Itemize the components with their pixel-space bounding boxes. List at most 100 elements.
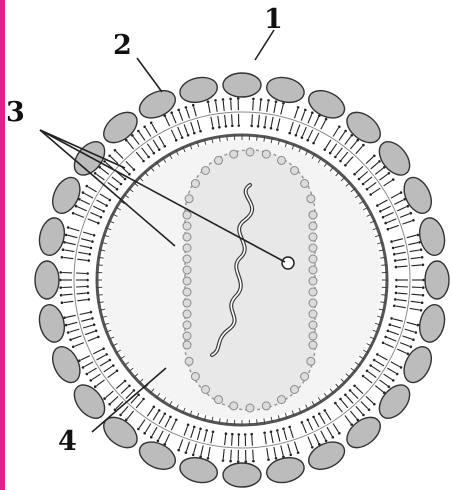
lipid-head bbox=[143, 126, 146, 129]
capsomer bbox=[47, 342, 85, 387]
lipid-tail bbox=[321, 431, 326, 440]
lipid-tail bbox=[83, 325, 93, 328]
lipid-tail bbox=[360, 172, 368, 179]
lipid-tail bbox=[400, 214, 409, 218]
lipid-head bbox=[120, 183, 123, 186]
lipid-tail bbox=[252, 436, 253, 446]
lipid-tail bbox=[393, 239, 403, 242]
lipid-head bbox=[137, 130, 140, 133]
lipid-tail bbox=[267, 448, 269, 458]
lipid-tail bbox=[389, 331, 399, 334]
lipid-head bbox=[82, 366, 85, 369]
lipid-head bbox=[187, 424, 190, 427]
lipid-tail bbox=[368, 372, 376, 378]
lipid-head bbox=[338, 432, 341, 435]
core-bead bbox=[183, 332, 191, 340]
lipid-head bbox=[218, 126, 221, 129]
lipid-head bbox=[325, 440, 328, 443]
lipid-head bbox=[59, 286, 62, 289]
lipid-tail bbox=[314, 418, 319, 427]
lipid-tail bbox=[126, 161, 133, 168]
lipid-head bbox=[325, 118, 328, 121]
lipid-tail bbox=[194, 444, 197, 454]
capsomer bbox=[98, 411, 143, 453]
capsomer bbox=[399, 173, 437, 218]
lipid-tail bbox=[223, 449, 224, 459]
lipid-head bbox=[91, 240, 94, 243]
lipid-tail bbox=[83, 232, 93, 235]
lipid-tail bbox=[152, 427, 157, 436]
lipid-tail bbox=[387, 337, 396, 341]
lipid-tail bbox=[139, 132, 145, 140]
lipid-tail bbox=[265, 434, 266, 444]
lipid-head bbox=[395, 292, 398, 295]
lipid-head bbox=[150, 436, 153, 439]
lipid-head bbox=[119, 414, 122, 417]
lipid-head bbox=[392, 247, 395, 250]
core-bead bbox=[230, 150, 238, 158]
lipid-head bbox=[86, 285, 89, 288]
lipid-tail bbox=[271, 117, 273, 127]
lipid-head bbox=[307, 139, 310, 142]
capsomer bbox=[341, 106, 386, 148]
lipid-head bbox=[394, 298, 397, 301]
lipid-tail bbox=[106, 391, 114, 398]
lipid-head bbox=[225, 125, 228, 128]
lipid-head bbox=[368, 408, 371, 411]
lipid-head bbox=[412, 219, 415, 222]
lipid-tail bbox=[336, 404, 342, 412]
lipid-tail bbox=[97, 355, 106, 360]
lipid-tail bbox=[346, 396, 353, 404]
lipid-tail bbox=[281, 105, 283, 115]
lipid-tail bbox=[393, 319, 403, 322]
lipid-tail bbox=[211, 117, 213, 127]
lipid-tail bbox=[346, 157, 353, 165]
lipid-head bbox=[344, 164, 347, 167]
lipid-head bbox=[181, 136, 184, 139]
lipid-tail bbox=[81, 319, 91, 322]
lipid-tail bbox=[77, 300, 87, 301]
lipid-tail bbox=[93, 206, 102, 210]
lipid-tail bbox=[146, 424, 151, 433]
lipid-tail bbox=[72, 336, 82, 339]
lipid-tail bbox=[308, 114, 312, 123]
lipid-tail bbox=[97, 200, 106, 205]
lipid-head bbox=[344, 130, 347, 133]
lipid-head bbox=[65, 234, 68, 237]
lipid-head bbox=[353, 173, 356, 176]
lipid-tail bbox=[179, 111, 182, 120]
lipid-head bbox=[311, 111, 314, 114]
lipid-tail bbox=[81, 356, 90, 360]
lipid-tail bbox=[184, 124, 188, 133]
label-2: 2 bbox=[113, 32, 132, 59]
lipid-head bbox=[382, 216, 385, 219]
lipid-head bbox=[275, 100, 278, 103]
lipid-tail bbox=[295, 109, 298, 119]
lipid-head bbox=[142, 160, 145, 163]
capsomer bbox=[304, 85, 349, 123]
lipid-tail bbox=[351, 392, 358, 399]
lipid-tail bbox=[336, 148, 342, 156]
lipid-tail bbox=[147, 144, 153, 152]
capsomer bbox=[304, 437, 349, 475]
lipid-head bbox=[297, 451, 300, 454]
lipid-head bbox=[376, 353, 379, 356]
lipid-head bbox=[263, 432, 266, 435]
lipid-tail bbox=[75, 214, 84, 218]
lipid-tail bbox=[396, 306, 406, 308]
lipid-head bbox=[185, 451, 188, 454]
core-bead bbox=[185, 195, 193, 203]
core-bead bbox=[309, 341, 317, 349]
lipid-tail bbox=[395, 246, 405, 248]
lipid-head bbox=[390, 317, 393, 320]
lipid-head bbox=[108, 155, 111, 158]
lipid-head bbox=[212, 431, 215, 434]
core-capsule bbox=[185, 150, 315, 410]
lipid-tail bbox=[372, 366, 380, 372]
lipid-head bbox=[114, 149, 117, 152]
lipid-tail bbox=[308, 421, 312, 430]
lipid-head bbox=[369, 193, 372, 196]
lipid-tail bbox=[371, 162, 379, 169]
lipid-head bbox=[133, 168, 136, 171]
